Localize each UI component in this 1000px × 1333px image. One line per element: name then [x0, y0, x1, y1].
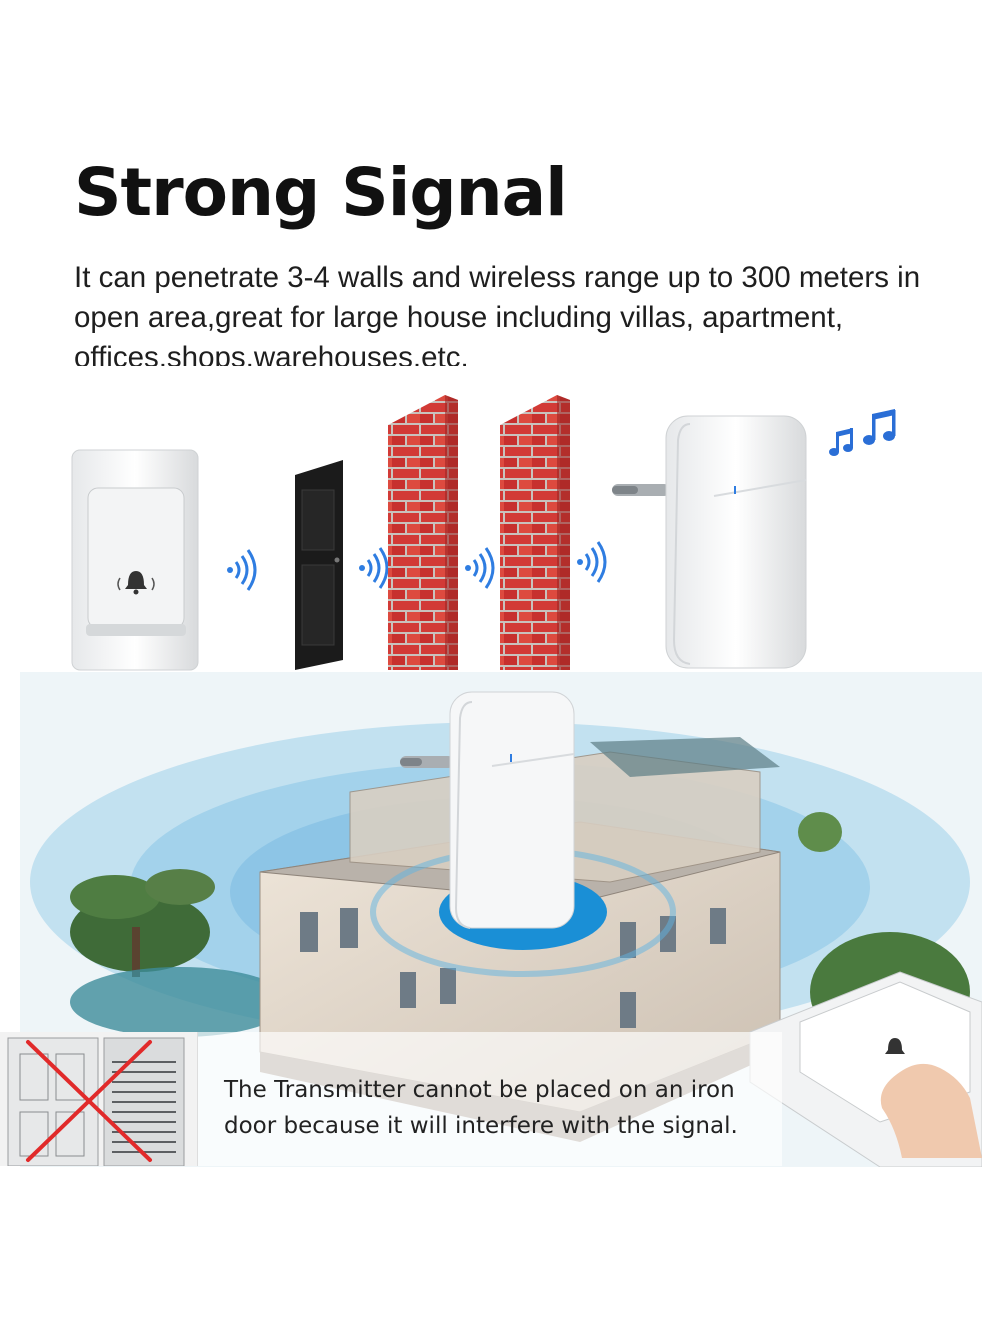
garden-pond	[70, 967, 290, 1037]
headline: Strong Signal	[74, 154, 568, 231]
signal-wave-icon	[577, 541, 607, 583]
notice-line-2: door because it will interfere with the …	[224, 1113, 738, 1139]
door-obstacle	[295, 460, 343, 670]
bell-icon	[117, 571, 155, 595]
description: It can penetrate 3-4 walls and wireless …	[74, 261, 921, 366]
bell-icon	[885, 1038, 905, 1054]
cross-mark-icon	[26, 1040, 152, 1162]
transmitter-device	[71, 449, 199, 671]
notice-text: The Transmitter cannot be placed on an i…	[224, 1072, 784, 1144]
receiver-device-large	[400, 691, 575, 929]
signal-path-diagram	[71, 395, 896, 671]
finger-hand	[880, 1063, 982, 1158]
house-windows	[300, 908, 726, 1028]
receiver-device	[612, 415, 807, 669]
brick-wall-2	[500, 395, 570, 670]
signal-wave-icon	[465, 547, 495, 589]
brick-wall-1	[388, 395, 458, 670]
notice-line-1: The Transmitter cannot be placed on an i…	[224, 1077, 735, 1103]
music-note-icon	[829, 409, 896, 456]
signal-wave-icon	[359, 547, 389, 589]
signal-wave-icon	[227, 549, 257, 591]
transmitter-pressed	[749, 971, 982, 1167]
iron-door-warning-photo	[0, 1032, 198, 1167]
